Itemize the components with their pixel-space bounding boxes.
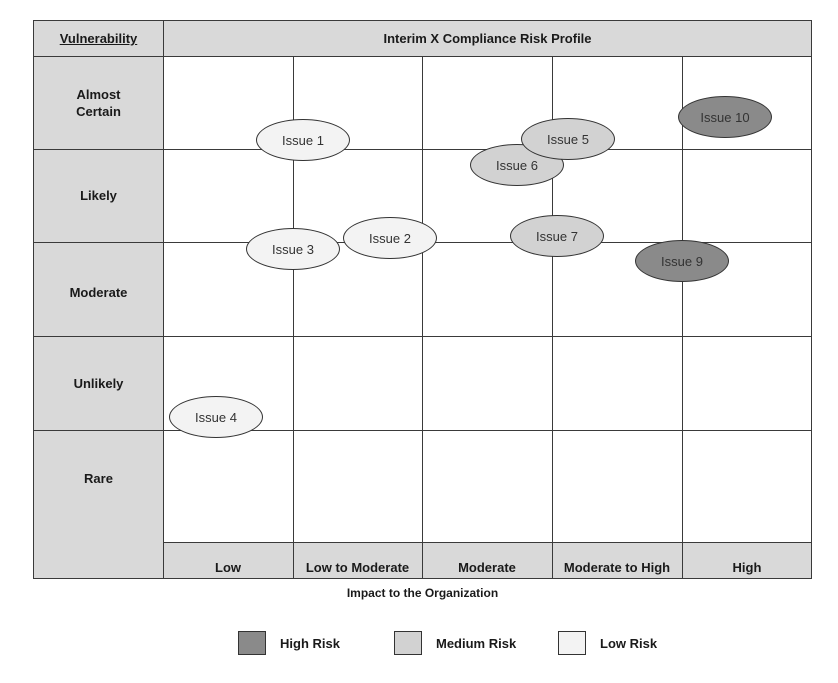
legend-high-risk: High Risk [238,630,340,656]
issue-7: Issue 7 [510,215,604,257]
legend-label: Medium Risk [436,635,517,651]
row-label-moderate: Moderate [69,285,128,300]
column-label-moderate: Moderate [458,560,516,575]
issue-5: Issue 5 [521,118,615,160]
row-label-likely: Likely [80,188,117,203]
column-label-low-to-moderate: Low to Moderate [305,560,410,575]
issue-2: Issue 2 [343,217,437,259]
row-label-unlikely: Unlikely [73,375,124,391]
row-label-column [33,56,164,579]
column-divider [682,56,683,579]
legend-label: High Risk [280,635,340,651]
column-divider [552,56,553,579]
legend-swatch-low [558,631,586,655]
column-divider [422,56,423,579]
issue-1: Issue 1 [256,119,350,161]
column-label-low: Low [215,560,241,575]
issue-3: Issue 3 [246,228,340,270]
legend-medium-risk: Medium Risk [394,630,516,656]
column-label-moderate-to-high: Moderate to High [563,560,671,575]
legend-low-risk: Low Risk [558,630,657,656]
legend-swatch-medium [394,631,422,655]
issue-6: Issue 6 [470,144,564,186]
x-axis-title: Impact to the Organization [346,586,499,600]
issue-9: Issue 9 [635,240,729,282]
row-label-almost-certain: Almost Certain [76,86,121,119]
legend-swatch-high [238,631,266,655]
vulnerability-header: Vulnerability [33,20,164,57]
row-label-rare: Rare [84,470,113,486]
issue-10: Issue 10 [678,96,772,138]
column-divider [293,56,294,579]
matrix-title: Interim X Compliance Risk Profile [163,20,812,57]
impact-label-row [163,542,812,579]
column-label-high: High [732,560,762,575]
legend-label: Low Risk [600,635,658,651]
issue-4: Issue 4 [169,396,263,438]
